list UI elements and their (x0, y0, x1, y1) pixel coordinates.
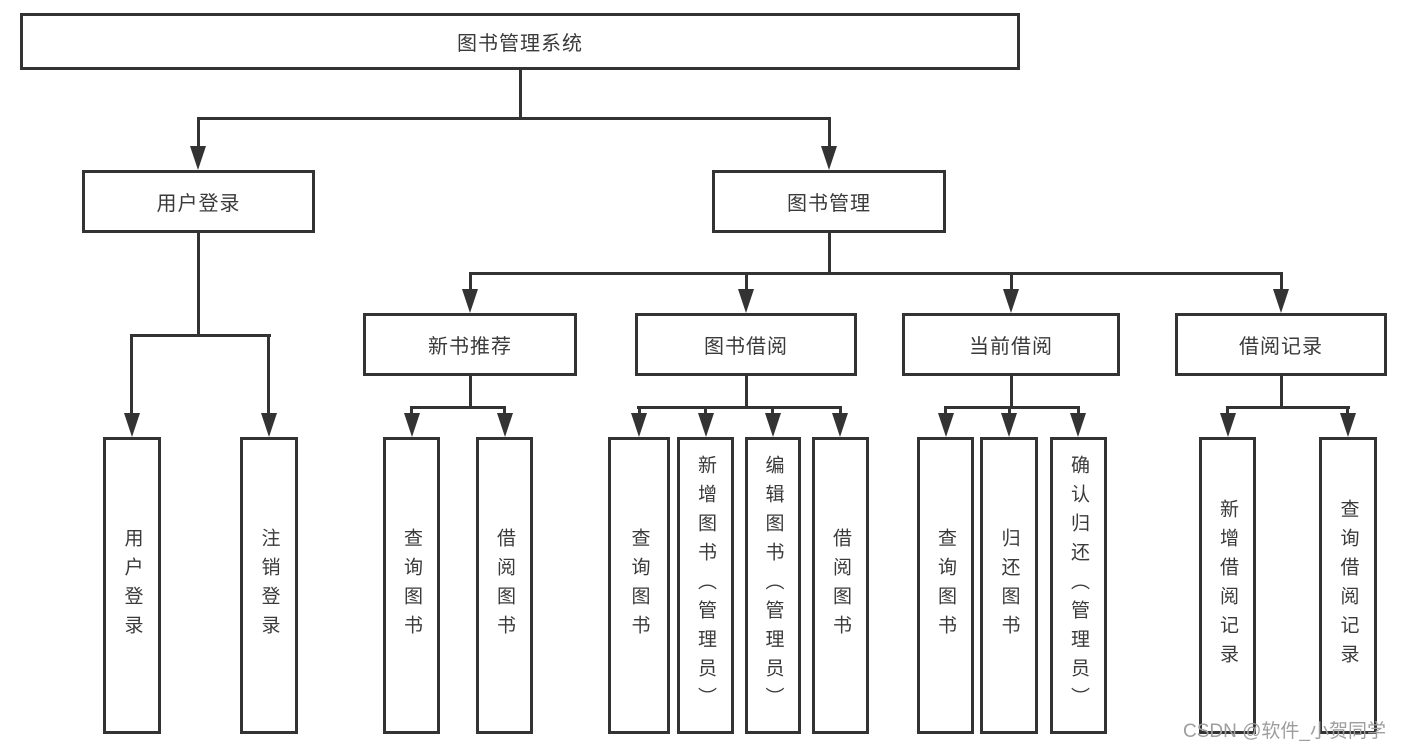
arrow-down-icon (497, 413, 513, 437)
arrow-down-icon (1070, 413, 1086, 437)
connector-to-leaf (503, 406, 506, 416)
connector-to-leaf (267, 334, 270, 414)
connector-to-book-borrow (745, 272, 748, 294)
leaf-query-book-recommend: 查询图书 (383, 437, 440, 734)
leaf-edit-book-admin: 编辑图书（管理员） (745, 437, 801, 734)
arrow-down-icon (938, 413, 954, 437)
arrow-down-icon (124, 413, 140, 437)
arrow-down-icon (821, 146, 837, 170)
leaf-add-book-admin: 新增图书（管理员） (677, 437, 734, 734)
leaf-query-current-book: 查询图书 (917, 437, 974, 734)
node-label: 用户登录 (121, 527, 143, 644)
connector-new-book-split (410, 406, 506, 409)
node-label: 查询图书 (401, 527, 422, 644)
arrow-down-icon (1273, 289, 1289, 313)
connector-book-management-split (469, 272, 1283, 275)
csdn-watermark: CSDN @软件_小贺同学 (1183, 721, 1386, 742)
connector-user-login-stem (197, 233, 200, 336)
connector-root-stem (519, 70, 522, 118)
node-user-login: 用户登录 (82, 170, 315, 233)
node-label: 借阅图书 (830, 527, 851, 644)
leaf-query-borrow-record: 查询借阅记录 (1319, 437, 1377, 734)
leaf-borrow-book: 借阅图书 (812, 437, 869, 734)
arrow-down-icon (261, 413, 277, 437)
connector-book-borrow-stem (745, 376, 748, 409)
node-library-management-system: 图书管理系统 (20, 13, 1020, 70)
node-label: 新增图书（管理员） (695, 455, 716, 716)
arrow-down-icon (1340, 413, 1356, 437)
arrow-down-icon (462, 289, 478, 313)
node-current-borrow: 当前借阅 (902, 313, 1120, 376)
node-label: 用户登录 (156, 193, 241, 215)
node-borrow-record: 借阅记录 (1175, 313, 1387, 376)
arrow-down-icon (832, 413, 848, 437)
connector-user-login-split (130, 334, 271, 337)
node-label: 借阅记录 (1239, 336, 1323, 358)
node-new-book-recommend: 新书推荐 (363, 313, 577, 376)
node-label: 查询图书 (628, 527, 650, 644)
connector-to-user-login (197, 117, 200, 149)
leaf-query-book: 查询图书 (608, 437, 670, 734)
connector-to-new-book (469, 272, 472, 294)
connector-to-current-borrow (1010, 272, 1013, 294)
leaf-return-book: 归还图书 (980, 437, 1038, 734)
node-label: 查询借阅记录 (1337, 498, 1359, 673)
connector-to-leaf (1077, 406, 1080, 416)
node-label: 查询图书 (935, 527, 956, 644)
connector-to-leaf (1008, 406, 1011, 416)
connector-book-borrow-split (637, 406, 842, 409)
connector-borrow-record-stem (1280, 376, 1283, 409)
node-label: 新书推荐 (428, 336, 512, 358)
arrow-down-icon (404, 413, 420, 437)
arrow-down-icon (1001, 413, 1017, 437)
node-label: 借阅图书 (494, 527, 515, 644)
connector-to-leaf (410, 406, 413, 416)
connector-to-leaf (839, 406, 842, 416)
connector-current-borrow-split (944, 406, 1080, 409)
leaf-logout: 注销登录 (240, 437, 298, 734)
node-label: 归还图书 (998, 527, 1020, 644)
node-label: 图书管理系统 (457, 33, 583, 55)
connector-to-leaf (130, 334, 133, 414)
connector-to-leaf (704, 406, 707, 416)
arrow-down-icon (190, 146, 206, 170)
connector-to-leaf (1226, 406, 1229, 416)
arrow-down-icon (738, 289, 754, 313)
leaf-confirm-return-admin: 确认归还（管理员） (1050, 437, 1107, 734)
arrow-down-icon (1003, 289, 1019, 313)
node-label: 新增借阅记录 (1217, 498, 1238, 673)
arrow-down-icon (765, 413, 781, 437)
connector-to-leaf (944, 406, 947, 416)
connector-new-book-stem (469, 376, 472, 409)
node-label: 确认归还（管理员） (1068, 455, 1089, 716)
connector-to-borrow-record (1280, 272, 1283, 294)
leaf-add-borrow-record: 新增借阅记录 (1199, 437, 1256, 734)
node-book-borrow: 图书借阅 (635, 313, 857, 376)
connector-book-management-stem (828, 233, 831, 274)
node-book-management: 图书管理 (712, 170, 946, 233)
arrow-down-icon (698, 413, 714, 437)
connector-current-borrow-stem (1010, 376, 1013, 409)
connector-borrow-record-split (1226, 406, 1350, 409)
arrow-down-icon (1220, 413, 1236, 437)
node-label: 编辑图书（管理员） (762, 455, 784, 716)
leaf-borrow-book-recommend: 借阅图书 (476, 437, 533, 734)
node-label: 当前借阅 (969, 336, 1053, 358)
connector-to-book-management (828, 117, 831, 149)
node-label: 注销登录 (258, 527, 280, 644)
connector-to-leaf (1346, 406, 1349, 416)
connector-to-leaf (638, 406, 641, 416)
connector-to-leaf (771, 406, 774, 416)
node-label: 图书管理 (787, 193, 871, 215)
node-label: 图书借阅 (704, 336, 788, 358)
arrow-down-icon (631, 413, 647, 437)
connector-root-split (197, 117, 831, 120)
leaf-user-login: 用户登录 (103, 437, 161, 734)
